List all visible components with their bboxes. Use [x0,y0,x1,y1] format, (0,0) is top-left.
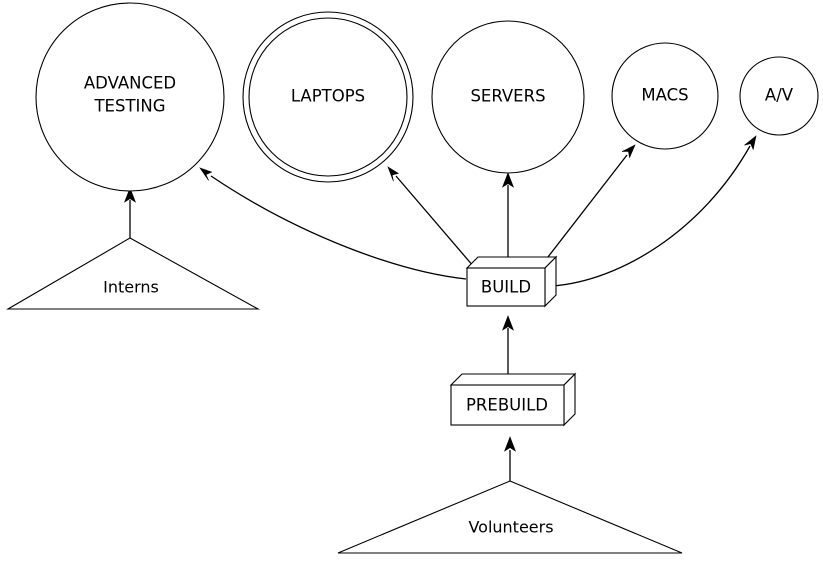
box3d-top-face [449,373,577,386]
node-label-av: A/V [765,86,794,105]
arrow-head-icon [123,187,137,203]
box3d-top-face [465,256,558,269]
node-label-interns: Interns [103,278,159,297]
edge-line [210,175,467,280]
node-av[interactable]: A/V [739,56,819,136]
circle-outline [739,56,819,136]
circle-outline-inner [248,17,408,177]
box3d-front-face [466,267,546,307]
node-label-advanced-testing-line2: TESTING [93,97,165,116]
node-build[interactable]: BUILD [465,255,558,308]
arrow-head-icon [501,172,515,188]
edge-build-to-advanced-testing[interactable] [199,167,467,280]
arrow-head-icon [744,135,757,151]
arrow-head-icon [501,315,515,331]
node-label-servers: SERVERS [470,87,545,106]
circle-outline [431,20,585,174]
edge-line [551,145,751,287]
edge-volunteers-to-prebuild[interactable] [503,436,517,481]
node-label-advanced-testing-line1: ADVANCED [84,74,176,93]
arrow-head-icon [503,436,517,452]
edge-line [395,175,475,268]
arrow-head-icon [621,144,636,159]
arrow-head-icon [199,167,213,181]
triangle-outline [337,480,683,554]
edge-build-to-servers[interactable] [501,172,515,267]
node-macs[interactable]: MACS [611,42,719,150]
edge-line [540,154,628,267]
circle-outline [611,42,719,150]
node-label-macs: MACS [641,86,688,105]
node-interns[interactable]: Interns [5,237,261,310]
node-label-volunteers: Volunteers [468,518,553,537]
node-advanced-testing[interactable]: ADVANCED TESTING [35,2,225,192]
edge-interns-to-advanced-testing[interactable] [123,187,137,238]
edge-build-to-laptops[interactable] [387,166,475,268]
arrow-head-icon [387,166,400,182]
box3d-front-face [450,384,565,426]
node-label-build: BUILD [481,278,531,297]
node-label-laptops: LAPTOPS [291,87,365,106]
node-prebuild[interactable]: PREBUILD [449,372,577,427]
node-servers[interactable]: SERVERS [431,20,585,174]
triangle-outline [5,237,261,310]
node-volunteers[interactable]: Volunteers [337,480,683,554]
edge-build-to-av[interactable] [551,135,757,287]
edge-build-to-macs[interactable] [540,144,636,267]
node-laptops[interactable]: LAPTOPS [242,11,414,183]
circle-outline [35,2,225,192]
node-label-prebuild: PREBUILD [466,396,548,415]
